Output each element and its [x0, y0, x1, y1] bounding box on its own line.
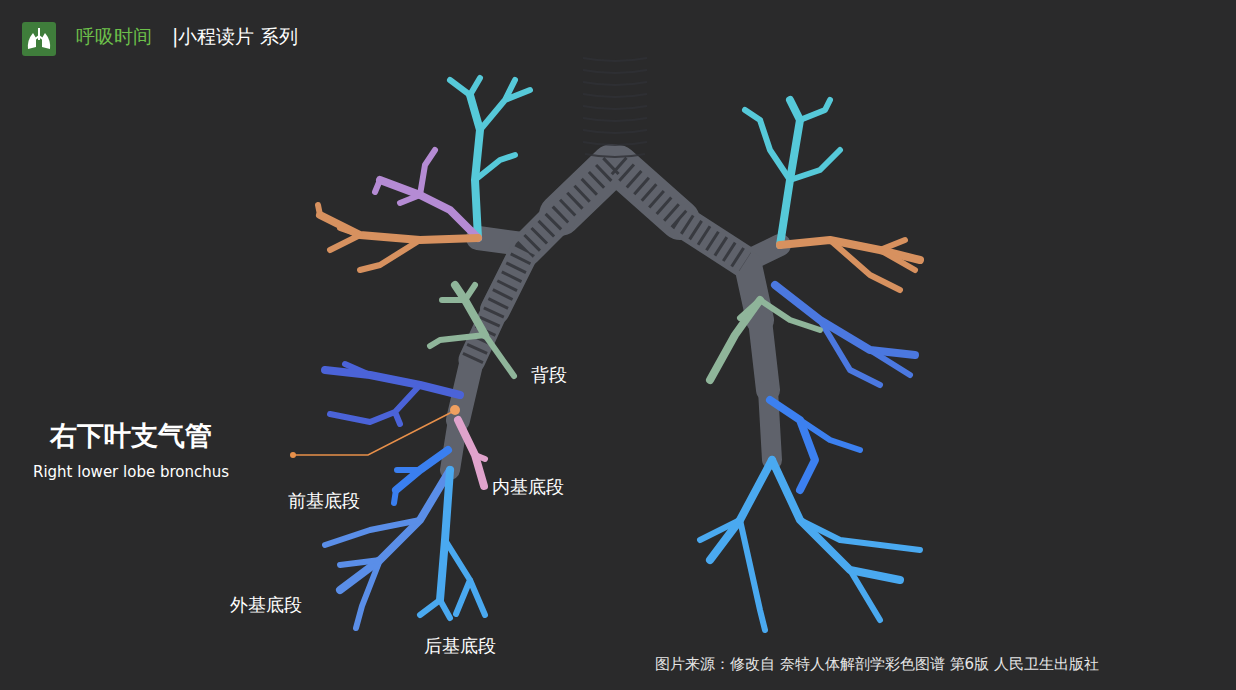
page-title-wrap: 呼吸时间	[76, 25, 152, 48]
segment-label: 外基底段	[230, 594, 302, 616]
leader-line	[290, 405, 460, 458]
source-caption-wrap: 图片来源：修改自 奈特人体解剖学彩色图谱 第6版 人民卫生出版社	[655, 655, 1099, 673]
segment-label-wrap: 外基底段	[230, 594, 302, 616]
segment-label-wrap: 背段	[531, 364, 567, 386]
series-name: |小程读片 系列	[172, 25, 298, 48]
segment-label: 前基底段	[288, 490, 360, 512]
segment-branches	[318, 78, 530, 628]
series-name-wrap: |小程读片 系列	[172, 25, 298, 48]
logo-icon	[22, 22, 56, 56]
callout-title-wrap: 右下叶支气管	[50, 420, 212, 452]
callout-subtitle: Right lower lobe bronchus	[33, 463, 229, 481]
segment-label-wrap: 后基底段	[424, 635, 496, 657]
segment-label-wrap: 前基底段	[288, 490, 360, 512]
segment-branches	[700, 100, 920, 630]
segment-label-wrap: 内基底段	[492, 476, 564, 498]
source-caption: 图片来源：修改自 奈特人体解剖学彩色图谱 第6版 人民卫生出版社	[655, 655, 1099, 673]
segment-label: 后基底段	[424, 635, 496, 657]
trachea-rings	[583, 58, 647, 157]
callout-title: 右下叶支气管	[50, 420, 212, 452]
segment-label: 内基底段	[492, 476, 564, 498]
bronchus-rings	[472, 165, 745, 360]
segment-label: 背段	[531, 364, 567, 386]
page-title: 呼吸时间	[76, 25, 152, 48]
callout-subtitle-wrap: Right lower lobe bronchus	[33, 463, 229, 481]
main-bronchi	[450, 165, 780, 470]
